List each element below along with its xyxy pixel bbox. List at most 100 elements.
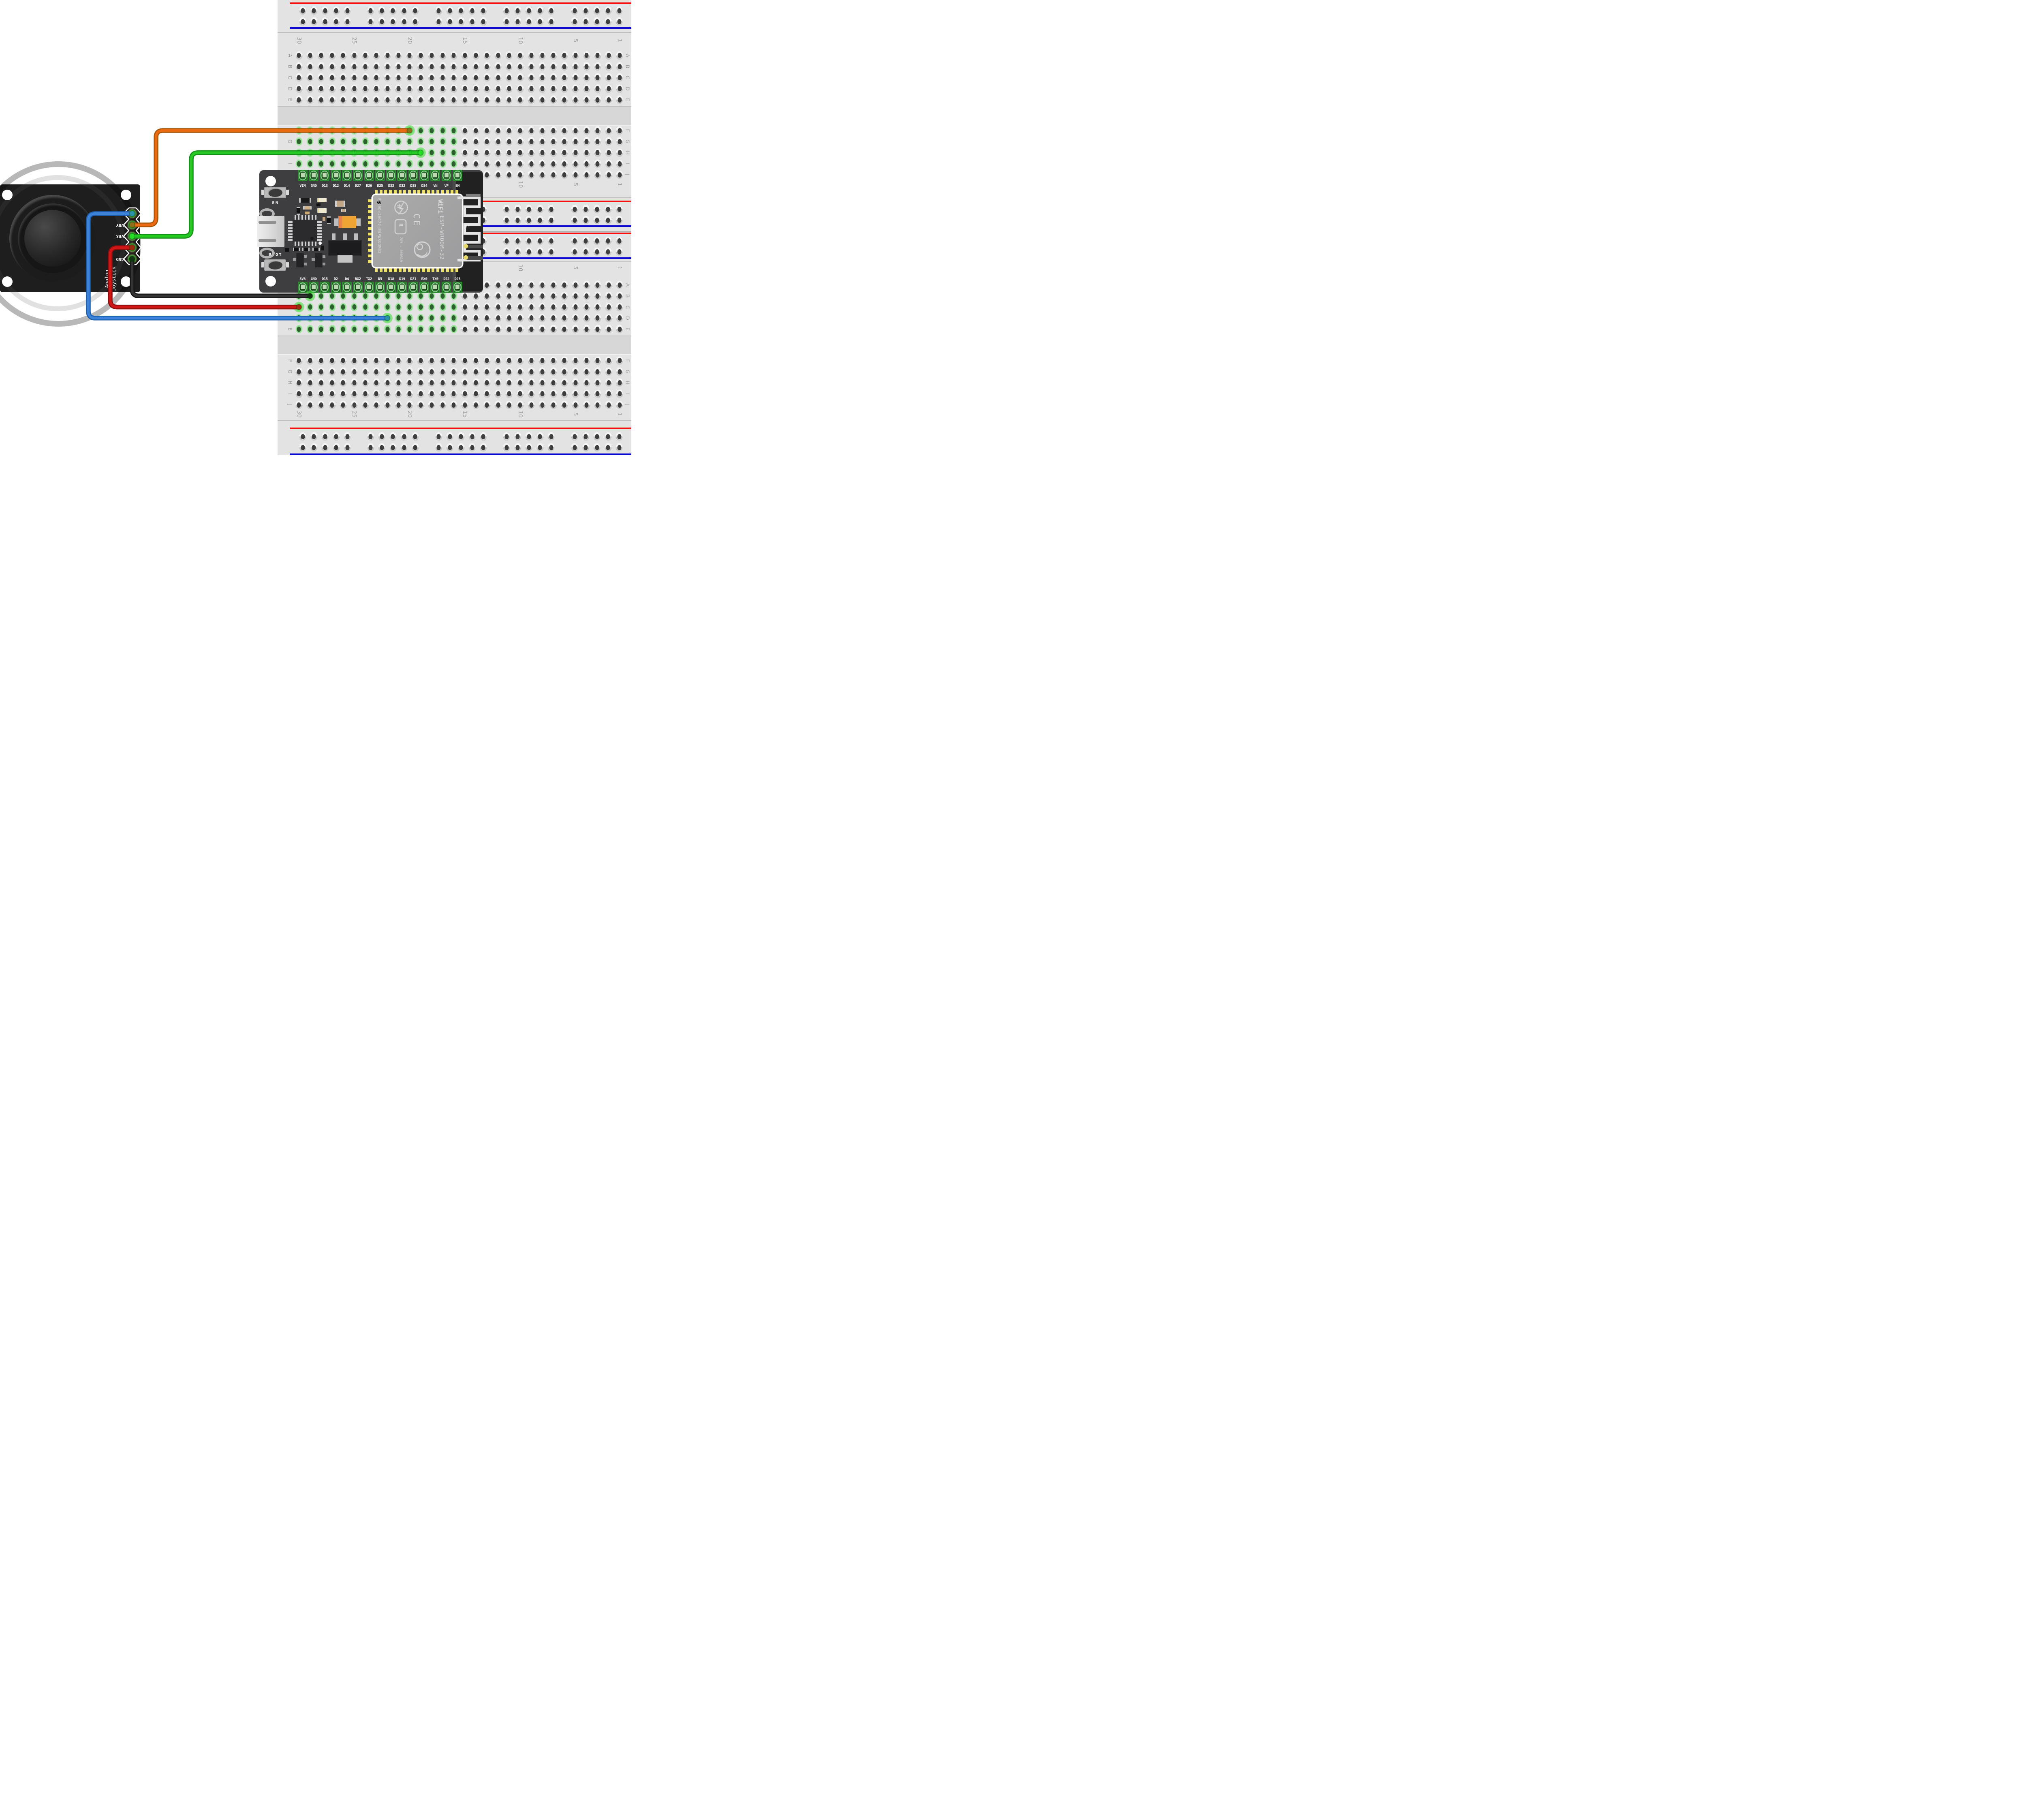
chip-pin — [288, 227, 293, 229]
breadboard-hole — [340, 314, 347, 323]
breadboard-hole — [539, 137, 546, 146]
breadboard-hole — [295, 378, 303, 387]
breadboard-hole — [317, 126, 325, 135]
breadboard-hole — [505, 159, 513, 168]
breadboard-hole — [505, 62, 513, 71]
breadboard-rail-line — [290, 27, 631, 29]
breadboard-hole — [539, 159, 546, 168]
breadboard-hole — [483, 314, 491, 323]
smd-diode — [299, 198, 311, 203]
castellated-pad — [446, 267, 449, 272]
breadboard-hole — [517, 159, 524, 168]
row-letter-label: I — [287, 163, 293, 165]
breadboard-hole — [483, 356, 491, 365]
breadboard-hole — [295, 73, 303, 82]
breadboard-hole — [483, 170, 491, 179]
breadboard-hole — [417, 378, 424, 387]
breadboard-hole — [583, 73, 590, 82]
breadboard-hole — [472, 356, 479, 365]
power-rail-hole — [310, 443, 317, 452]
breadboard-hole — [594, 159, 601, 168]
breadboard-hole — [561, 137, 568, 146]
breadboard-hole — [561, 84, 568, 93]
power-rail-hole — [435, 6, 442, 15]
breadboard-hole — [384, 367, 391, 376]
breadboard-hole — [417, 73, 424, 82]
breadboard-hole — [450, 159, 457, 168]
esp32-bottom-socket-d4 — [342, 282, 352, 293]
power-rail-hole — [468, 432, 476, 441]
breadboard-hole — [384, 84, 391, 93]
breadboard-hole — [350, 367, 358, 376]
row-letter-label: D — [287, 86, 293, 91]
breadboard-hole — [517, 95, 524, 104]
row-letter-label: I — [624, 393, 631, 395]
breadboard-hole — [417, 314, 424, 323]
breadboard-hole — [428, 51, 435, 60]
breadboard-hole — [461, 159, 468, 168]
esp32-top-socket-d12 — [331, 170, 341, 181]
breadboard-hole — [384, 378, 391, 387]
breadboard-hole — [317, 325, 325, 334]
breadboard-hole — [295, 159, 303, 168]
breadboard-hole — [428, 378, 435, 387]
joystick-pin-label-gnd: GND — [116, 257, 124, 261]
breadboard-hole — [561, 291, 568, 300]
chip-pin — [311, 242, 313, 246]
breadboard-hole — [450, 73, 457, 82]
castellated-pad — [441, 190, 444, 195]
power-rail-hole — [525, 17, 532, 26]
breadboard-hole — [362, 389, 369, 398]
power-rail-hole — [547, 205, 555, 214]
power-rail-hole — [333, 432, 340, 441]
breadboard-hole — [605, 51, 612, 60]
breadboard-hole — [505, 73, 513, 82]
power-rail-hole — [571, 432, 578, 441]
breadboard-hole — [472, 51, 479, 60]
breadboard-hole — [295, 367, 303, 376]
breadboard-hole — [417, 95, 424, 104]
esp32-bottom-pin-label: GND — [310, 277, 317, 281]
power-rail-hole — [503, 6, 510, 15]
row-letter-label: B — [624, 64, 631, 68]
breadboard-hole — [550, 73, 557, 82]
breadboard-hole — [572, 303, 579, 312]
row-letter-label: I — [624, 163, 631, 165]
power-rail-hole — [615, 247, 623, 256]
breadboard-rail-line — [290, 2, 631, 4]
breadboard-hole — [317, 148, 325, 157]
row-letter-label: G — [287, 370, 293, 374]
breadboard-hole — [616, 314, 623, 323]
breadboard-hole — [517, 170, 524, 179]
breadboard-hole — [505, 170, 513, 179]
pcb-c-mark: C — [465, 225, 470, 228]
power-rail-hole — [615, 216, 623, 225]
breadboard-hole — [306, 148, 314, 157]
breadboard-hole — [616, 325, 623, 334]
esp32-bottom-pin-label: D4 — [344, 277, 349, 281]
joystick-knob-top[interactable] — [24, 210, 81, 267]
breadboard-hole — [428, 73, 435, 82]
power-rail-hole — [582, 205, 590, 214]
breadboard-hole — [306, 356, 314, 365]
breadboard-hole — [594, 137, 601, 146]
power-rail-hole — [615, 17, 623, 26]
power-rail-hole — [582, 247, 590, 256]
breadboard-hole — [362, 303, 369, 312]
column-number-label: 20 — [406, 411, 413, 418]
breadboard-hole — [350, 73, 358, 82]
row-letter-label: E — [624, 98, 631, 101]
breadboard-hole — [417, 62, 424, 71]
chip-pin — [314, 242, 316, 246]
power-rail-hole — [435, 17, 442, 26]
breadboard-hole — [317, 84, 325, 93]
breadboard-hole — [395, 73, 402, 82]
esp32-top-pin-label: D34 — [421, 184, 427, 188]
breadboard-hole — [539, 400, 546, 409]
breadboard-hole — [306, 303, 314, 312]
power-rail-hole — [446, 432, 453, 441]
breadboard-hole — [494, 95, 502, 104]
power-rail-hole — [536, 443, 544, 452]
breadboard-hole — [528, 356, 535, 365]
breadboard-hole — [472, 95, 479, 104]
